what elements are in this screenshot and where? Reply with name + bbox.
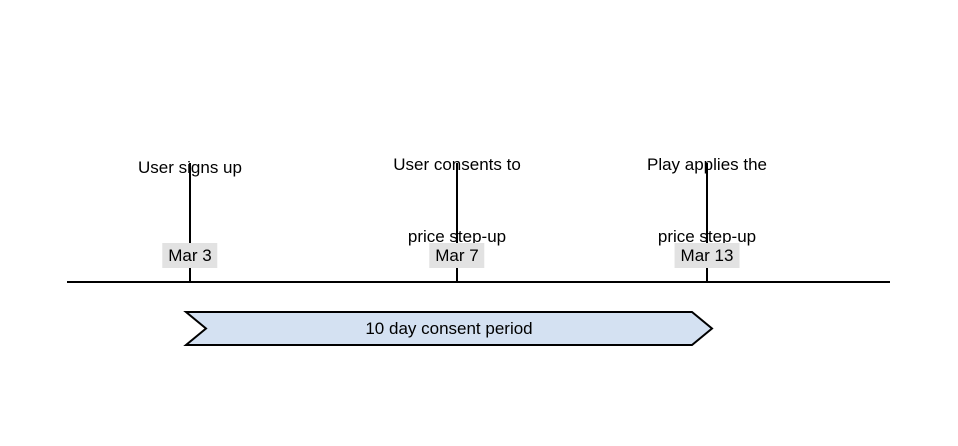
consent-period-label: 10 day consent period — [365, 319, 533, 338]
event-title-line: price step-up — [407, 227, 507, 246]
event-title-applied: Play applies the price step-up — [577, 105, 837, 297]
event-title-line: User signs up — [138, 158, 242, 177]
event-title-line: Play applies the — [646, 155, 768, 174]
date-label-applied: Mar 13 — [674, 243, 740, 268]
event-title-line: price step-up — [657, 227, 757, 246]
consent-period-band-shape — [183, 311, 714, 346]
date-label-signup: Mar 3 — [162, 243, 218, 268]
event-title-consent: User consents to price step-up — [327, 105, 587, 297]
event-title-line: User consents to — [393, 155, 521, 174]
date-label-consent: Mar 7 — [429, 243, 485, 268]
event-title-signup: User signs up — [60, 108, 320, 228]
